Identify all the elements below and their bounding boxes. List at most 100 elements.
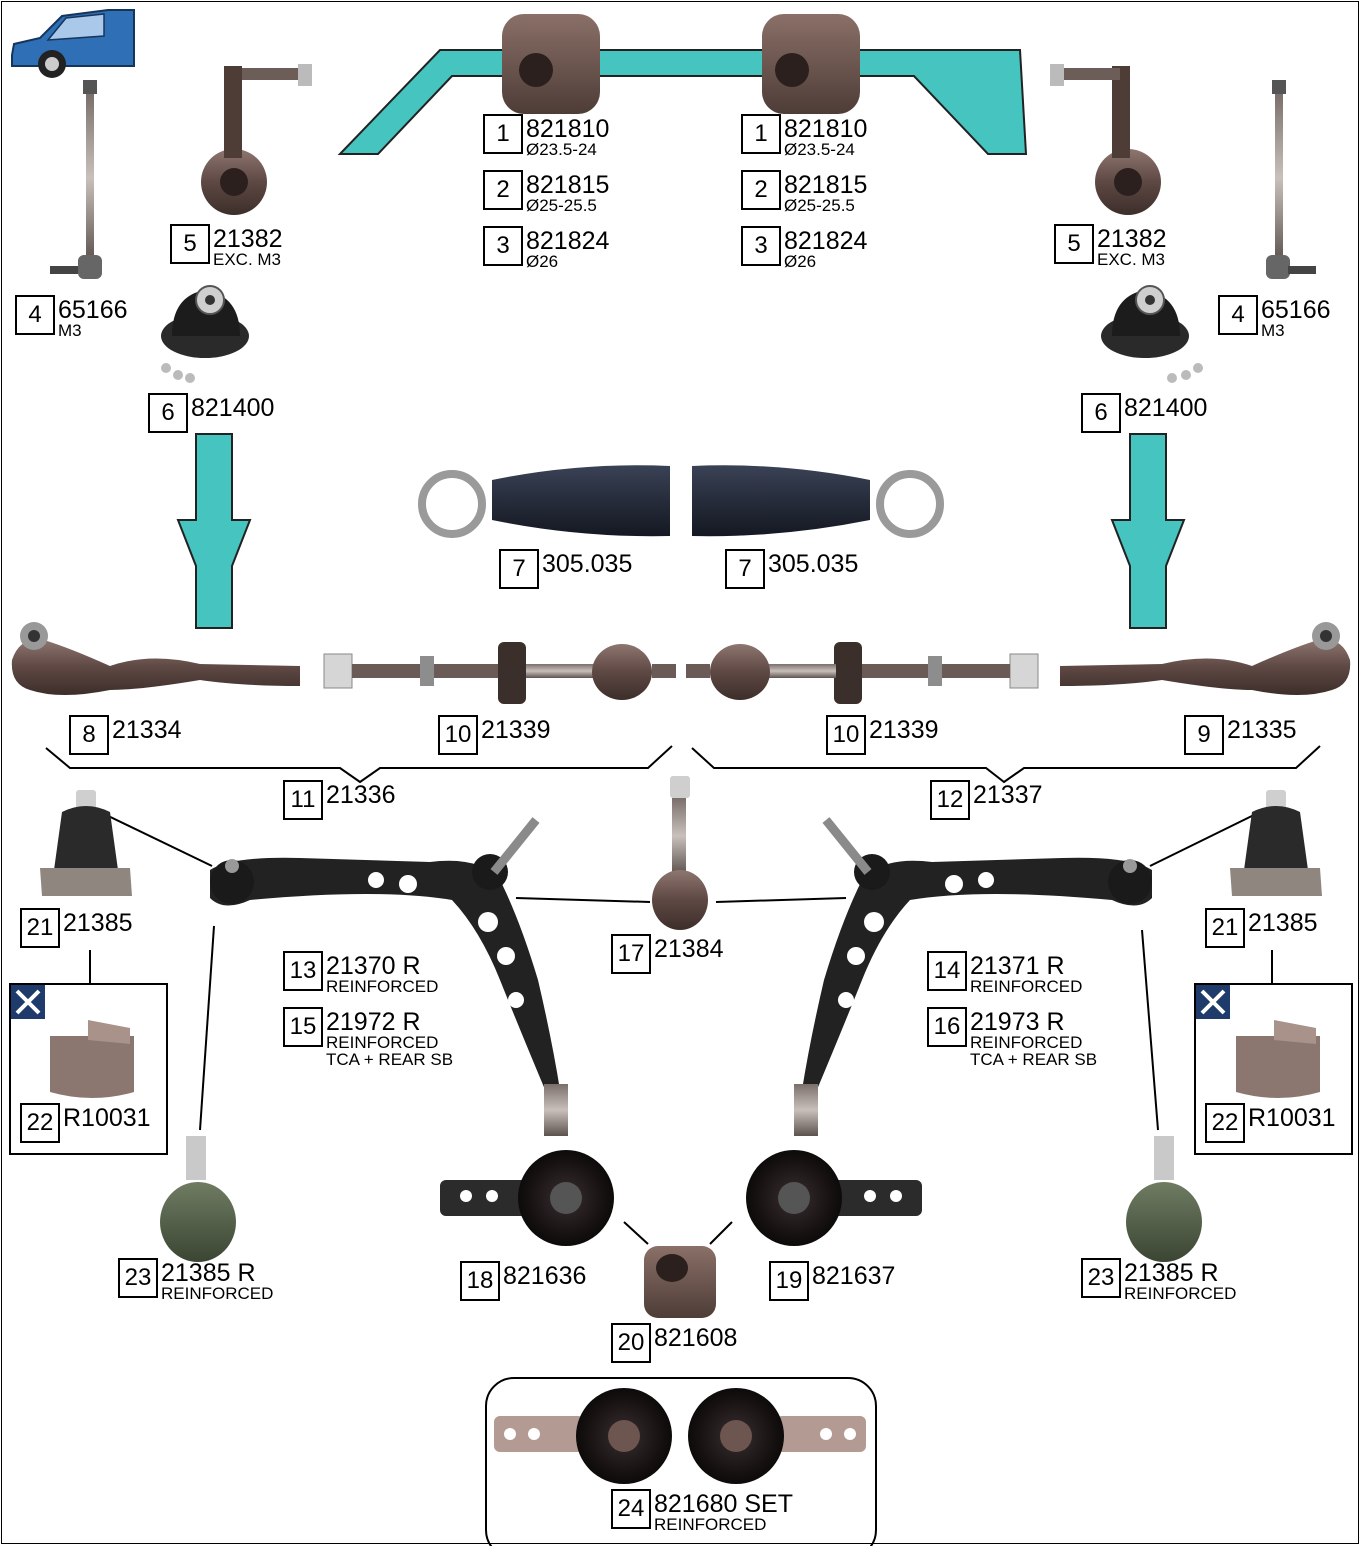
part-number-box: 3 (483, 226, 523, 266)
part-note: M3 (1261, 321, 1285, 340)
part-number-box: 7 (725, 549, 765, 589)
part-code: 21384 (654, 935, 724, 963)
part-note: Ø25-25.5 (784, 196, 855, 215)
part-number-box: 18 (460, 1261, 500, 1301)
part-code: 21385 R (1124, 1259, 1219, 1287)
bushing-icon (644, 1246, 716, 1318)
part-number-box: 1 (483, 114, 523, 154)
part-code: 21337 (973, 781, 1043, 809)
tie-rod-end-icon (11, 622, 1351, 695)
part-code: 821824 (526, 227, 610, 255)
part-note: REINFORCED (1124, 1284, 1237, 1303)
part-code: 821636 (503, 1262, 587, 1290)
strut-mount-icon (161, 285, 1203, 383)
part-code: 821608 (654, 1324, 738, 1352)
part-number-box: 2 (483, 170, 523, 210)
part-code: R10031 (63, 1104, 151, 1132)
down-arrow-icon (176, 433, 1186, 629)
part-number-box: 5 (170, 224, 210, 264)
set-panel (485, 1377, 877, 1546)
part-code: 21339 (481, 716, 551, 744)
part-code: 21385 (1248, 909, 1318, 937)
part-number-box: 1 (741, 114, 781, 154)
part-number-box: 21 (1205, 908, 1245, 948)
part-number-box: 19 (769, 1261, 809, 1301)
part-number-box: 5 (1054, 224, 1094, 264)
part-number-box: 15 (283, 1007, 323, 1047)
part-number-box: 4 (15, 295, 55, 335)
part-code: 821680 SET (654, 1490, 793, 1518)
part-code: 65166 (1261, 296, 1331, 324)
part-code: 21339 (869, 716, 939, 744)
part-number-box: 12 (930, 780, 970, 820)
part-note: REINFORCED (326, 977, 439, 996)
ball-joint-icon (40, 776, 1322, 1262)
part-code: 21370 R (326, 952, 421, 980)
part-code: 21336 (326, 781, 396, 809)
part-note: Ø23.5-24 (784, 140, 855, 159)
part-note: REINFORCED (970, 977, 1083, 996)
part-number-box: 4 (1218, 295, 1258, 335)
part-number-box: 14 (927, 951, 967, 991)
part-number-box: 24 (611, 1489, 651, 1529)
part-note: REINFORCED (161, 1284, 274, 1303)
part-note: Ø25-25.5 (526, 196, 597, 215)
drop-link-icon (201, 64, 1161, 215)
part-code: 821810 (784, 115, 868, 143)
part-code: 21335 (1227, 716, 1297, 744)
part-note: REINFORCED TCA + REAR SB (970, 1033, 1098, 1069)
part-number-box: 11 (283, 780, 323, 820)
part-code: 65166 (58, 296, 128, 324)
bushing-set-icon (494, 1388, 866, 1484)
part-note: EXC. M3 (1097, 250, 1166, 269)
car-icon (11, 9, 135, 78)
part-number-box: 23 (118, 1258, 158, 1298)
connector-lines (89, 811, 1273, 1245)
part-code: 21371 R (970, 952, 1065, 980)
part-number-box: 20 (611, 1323, 651, 1363)
part-code: 21382 (213, 225, 283, 253)
control-arm-bushing-icon (440, 1150, 922, 1246)
part-number-box: 17 (611, 934, 651, 974)
part-code: 21385 R (161, 1259, 256, 1287)
part-number-box: 10 (438, 715, 478, 755)
part-code: 21385 (63, 909, 133, 937)
part-code: 821815 (784, 171, 868, 199)
part-note: Ø26 (784, 252, 817, 271)
part-code: 821824 (784, 227, 868, 255)
stabilizer-link-icon (50, 80, 1316, 279)
part-note: M3 (58, 321, 82, 340)
control-arm-icon (210, 817, 1152, 1136)
part-code: 821815 (526, 171, 610, 199)
part-code: 21382 (1097, 225, 1167, 253)
part-code: 821400 (1124, 394, 1208, 422)
